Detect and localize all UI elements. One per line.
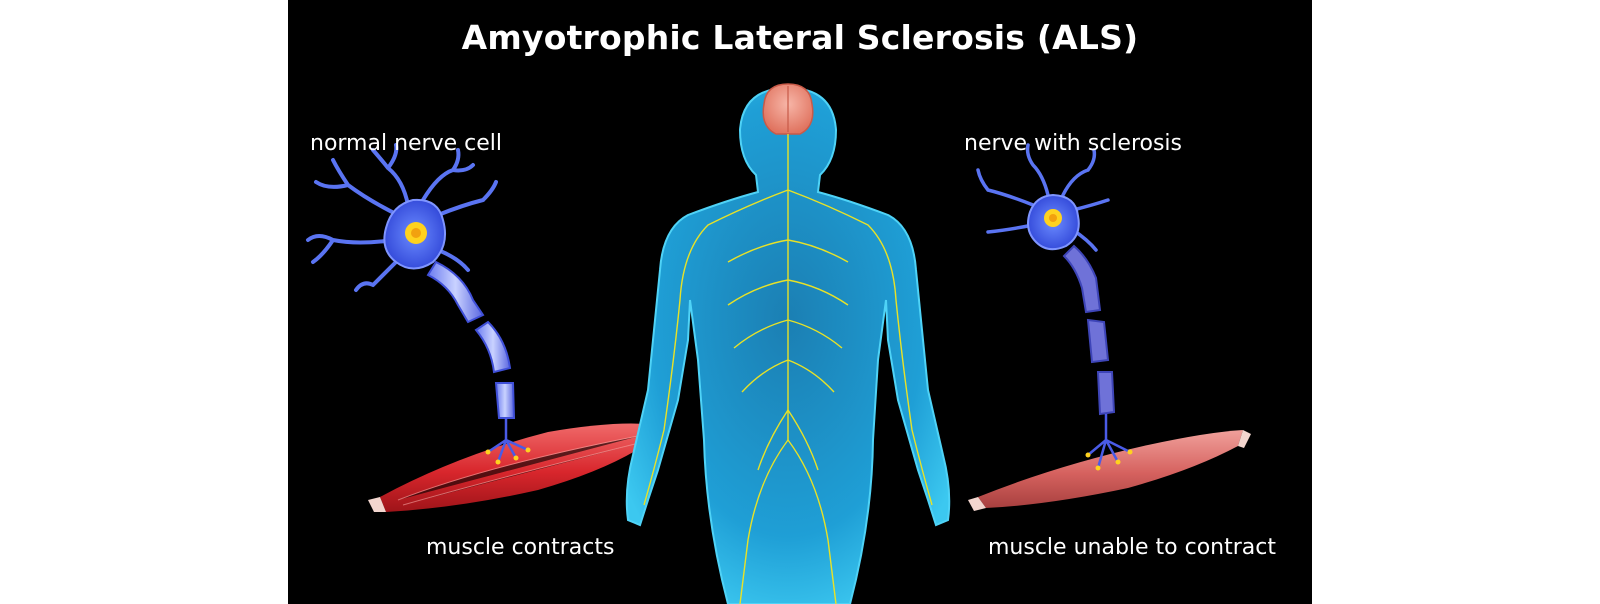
label-muscle-contracts: muscle contracts xyxy=(426,535,615,560)
human-body xyxy=(625,83,951,604)
label-nerve-with-sclerosis: nerve with sclerosis xyxy=(964,131,1183,156)
label-muscle-unable-to-contract: muscle unable to contract xyxy=(988,535,1276,560)
muscle-contracting xyxy=(368,423,666,512)
muscle-unable-to-contract xyxy=(968,430,1251,511)
label-normal-nerve-cell: normal nerve cell xyxy=(310,131,503,156)
sclerosis-nerve-cell xyxy=(968,143,1251,511)
nervous-system xyxy=(643,134,933,604)
diagram-title: Amyotrophic Lateral Sclerosis (ALS) xyxy=(461,18,1139,57)
normal-nerve-cell xyxy=(306,143,666,512)
als-illustration xyxy=(306,83,1251,604)
illustration-panel: Amyotrophic Lateral Sclerosis (ALS) norm… xyxy=(288,0,1312,604)
